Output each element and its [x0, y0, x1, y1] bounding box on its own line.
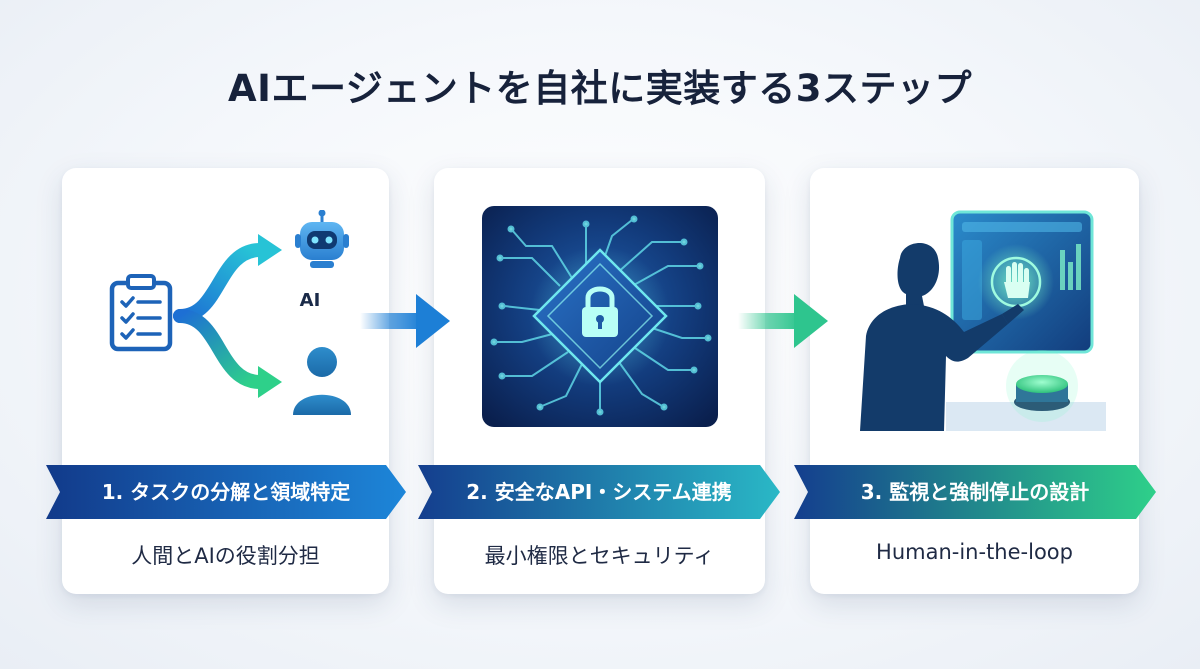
step-2-title: 2. 安全なAPI・システム連携 [466, 480, 732, 504]
page-title: AIエージェントを自社に実装する3ステップ [228, 67, 972, 110]
step-3-caption: Human-in-the-loop [876, 540, 1073, 564]
step-card-3 [810, 168, 1139, 594]
step-banner-3: 3. 監視と強制停止の設計 [794, 465, 1156, 519]
arrow-step-1-to-2 [360, 294, 450, 348]
hand-stop-icon [1004, 262, 1030, 298]
robot-icon [295, 210, 349, 268]
step-2-caption: 最小権限とセキュリティ [484, 544, 715, 568]
step-3-title: 3. 監視と強制停止の設計 [860, 480, 1090, 504]
person-icon [293, 347, 351, 415]
person-silhouette-icon [860, 242, 1024, 431]
ai-label: AI [299, 290, 321, 311]
banner-shape [794, 465, 1156, 519]
step-card-2 [434, 168, 765, 594]
banner-shape [418, 465, 780, 519]
arrow-step-2-to-3 [738, 294, 828, 348]
padlock-icon [582, 286, 618, 337]
banner-shape [46, 465, 406, 519]
step-banner-1: 1. タスクの分解と領域特定 [46, 465, 406, 519]
step-banner-2: 2. 安全なAPI・システム連携 [418, 465, 780, 519]
clipboard-checklist-icon [109, 274, 173, 352]
human-oversight-illustration [860, 210, 1106, 431]
emergency-button-icon [1006, 350, 1078, 422]
step-1-title: 1. タスクの分解と領域特定 [101, 480, 351, 504]
secure-chip-illustration [482, 206, 718, 427]
step-card-1: AI [62, 168, 389, 594]
task-split-illustration [109, 210, 351, 415]
branch-arrow-icon [173, 234, 282, 398]
step-1-caption: 人間とAIの役割分担 [131, 544, 320, 568]
